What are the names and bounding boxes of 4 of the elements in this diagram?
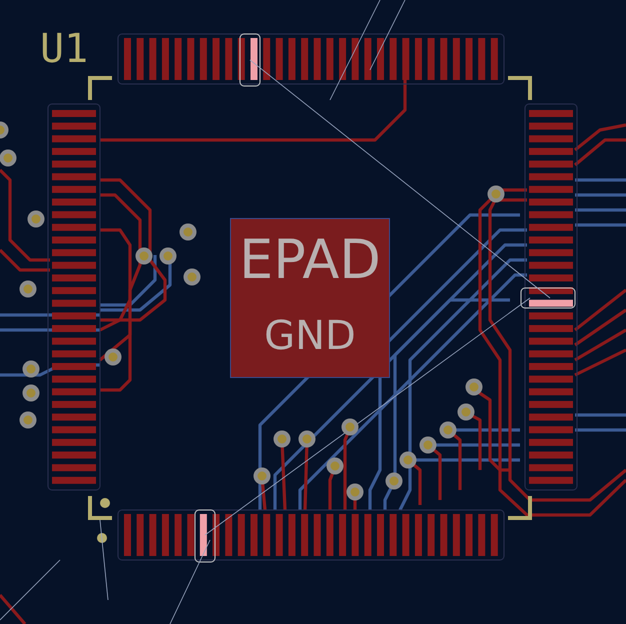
exposed-pad [230,218,390,378]
pad-name: EPAD [238,227,382,293]
reference-designator: U1 [40,26,88,72]
net-name: GND [263,312,357,361]
